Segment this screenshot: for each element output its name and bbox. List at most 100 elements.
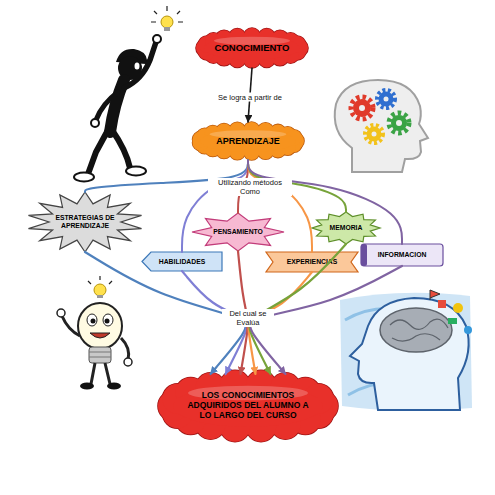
- scroll-band: [361, 244, 367, 266]
- brain-head-part: [448, 318, 457, 324]
- node-text: EXPERIENCIAS: [274, 258, 350, 266]
- star-node: PENSAMIENTO: [192, 213, 284, 251]
- stick-figure-part: [96, 92, 118, 120]
- gear-head-part-part: [351, 97, 373, 119]
- bulb-character-part: [89, 347, 111, 363]
- bulb-character: [57, 276, 132, 390]
- stick-figure-part: [112, 130, 130, 168]
- stick-figure-part: [91, 119, 99, 127]
- bulb-character-part: [124, 358, 132, 366]
- ribbon-node: EXPERIENCIAS: [266, 252, 358, 272]
- ribbon-outline: [266, 252, 358, 272]
- gear-head-part-part: [359, 105, 365, 111]
- connector-line: [249, 272, 312, 374]
- brain-head-part: [390, 319, 448, 341]
- scroll-node: INFORMACION: [361, 244, 443, 266]
- starburst-outline: [192, 213, 284, 251]
- bulb-character-part: [90, 333, 110, 338]
- bulb-character-part: [57, 309, 65, 317]
- bulb-character-part: [89, 352, 111, 357]
- brain-head-part: [464, 326, 472, 334]
- stick-figure-part: [74, 173, 94, 182]
- node-text: CONOCIMIENTO: [202, 43, 302, 54]
- burst-node: MEMORIA: [312, 212, 380, 244]
- connector-line: [248, 68, 252, 122]
- stick-figure-part: [153, 35, 161, 43]
- gear-head-part: [335, 80, 428, 172]
- gear-head-part-part: [365, 125, 383, 143]
- node-text: ESTRATEGIAS DE APRENDIZAJE: [47, 214, 123, 230]
- connector-line: [249, 244, 346, 374]
- gear-head-part-part: [377, 90, 395, 108]
- stick-figure-part: [135, 63, 140, 70]
- bulb-character-part: [121, 338, 129, 360]
- connector-line: [182, 271, 247, 374]
- brain-head-part: [453, 303, 463, 313]
- brain-head-part: [380, 308, 452, 352]
- connector-label: Se logra a partir de: [216, 93, 284, 102]
- gear-head-part-part: [384, 97, 389, 102]
- tag-node: HABILIDADES: [142, 252, 222, 271]
- node-text: APRENDIZAJE: [198, 136, 298, 146]
- node-text: HABILIDADES: [147, 258, 217, 266]
- gear-head-part-part: [372, 132, 377, 137]
- gear-head-part-part: [391, 115, 407, 131]
- gear-head-part-part: [367, 127, 382, 142]
- brain-head-part: [350, 298, 469, 410]
- gear-head-part-part: [353, 99, 371, 117]
- bulb-character-part: [88, 276, 112, 284]
- connector-note: Utilizando métodos Como: [208, 178, 292, 196]
- gear-head-part: [377, 90, 395, 108]
- brain-head-part: [438, 300, 446, 308]
- gear-head: [335, 80, 428, 172]
- cloud-node: CONOCIMIENTO: [196, 28, 308, 68]
- cloud-fill: [173, 385, 323, 427]
- bulb-character-part: [103, 314, 113, 326]
- cloud-node: LOS CONOCIMIENTOS ADQUIRIDOS DEL ALUMNO …: [158, 370, 338, 442]
- bulb-character-part: [97, 295, 103, 298]
- tag-outline: [142, 252, 222, 271]
- connector-line: [182, 160, 248, 252]
- bulb-character-part: [80, 383, 94, 390]
- idea-bulb-part: [151, 6, 183, 22]
- brain-head-part: [430, 290, 440, 300]
- brain-head-part: [340, 293, 472, 411]
- gear-head-part-part: [396, 120, 402, 126]
- starburst-node: ESTRATEGIAS DE APRENDIZAJE: [27, 192, 143, 252]
- connector-line: [85, 252, 246, 374]
- cloud-node: APRENDIZAJE: [192, 122, 304, 160]
- bulb-character-part: [94, 284, 106, 296]
- connector-line: [248, 160, 312, 252]
- gear-head-part: [389, 113, 409, 133]
- gear-head-part-part: [379, 92, 394, 107]
- connector-line: [238, 251, 248, 374]
- connector-line: [248, 160, 402, 244]
- node-text: PENSAMIENTO: [203, 228, 273, 236]
- stick-figure-part: [124, 42, 156, 88]
- node-text: INFORMACION: [367, 251, 437, 259]
- connector-line: [238, 160, 248, 213]
- idea-bulb-part: [164, 27, 170, 31]
- stick-figure-part: [88, 130, 108, 174]
- starburst-outline: [28, 192, 141, 252]
- node-text: LOS CONOCIMIENTOS ADQUIRIDOS DEL ALUMNO …: [184, 391, 312, 420]
- connector-line: [85, 160, 248, 192]
- gear-head-part: [351, 97, 373, 119]
- gear-head-part-part: [389, 113, 409, 133]
- node-text: MEMORIA: [319, 224, 373, 232]
- brain-head: [340, 290, 472, 411]
- connector-line: [248, 160, 346, 212]
- bulb-character-part: [91, 319, 96, 324]
- connector-line: [250, 266, 402, 374]
- stick-figure-part: [126, 167, 146, 176]
- stick-figure: [74, 35, 161, 182]
- gear-head-part: [365, 125, 383, 143]
- idea-bulb: [151, 6, 183, 31]
- bulb-character-part: [87, 314, 97, 326]
- bulb-character-part: [78, 303, 122, 349]
- scroll-outline: [361, 244, 443, 266]
- starburst-outline: [312, 212, 380, 244]
- idea-bulb-part: [161, 16, 173, 28]
